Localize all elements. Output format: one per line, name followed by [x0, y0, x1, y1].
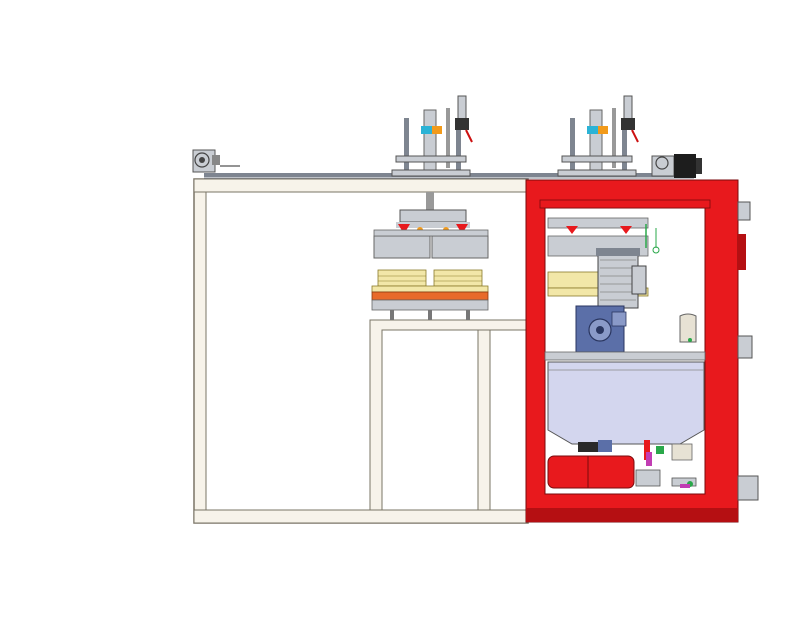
right-pulley	[655, 156, 669, 170]
upper-mold-left	[373, 235, 431, 259]
press-unit-left	[371, 95, 489, 320]
frame-top-beam	[193, 178, 529, 193]
water-tank	[547, 361, 705, 445]
red-cabinet	[525, 179, 759, 523]
magenta-valve	[646, 452, 652, 466]
lower-mold	[371, 269, 489, 320]
side-flange-top	[737, 201, 751, 221]
pressure-vessel	[547, 455, 635, 489]
support-cell-inner	[381, 329, 479, 511]
support-post	[477, 329, 491, 511]
press-unit-right	[557, 95, 639, 177]
upper-mold-right	[431, 235, 489, 259]
frame-bottom-beam	[193, 509, 529, 524]
drive-motor-small	[674, 154, 696, 178]
side-flange-bottom	[737, 475, 759, 501]
press-cylinder	[423, 109, 437, 175]
side-flange-mid	[737, 335, 753, 359]
support-post-right	[489, 329, 529, 511]
cabinet-base	[526, 508, 738, 522]
gear-motor	[575, 248, 647, 353]
